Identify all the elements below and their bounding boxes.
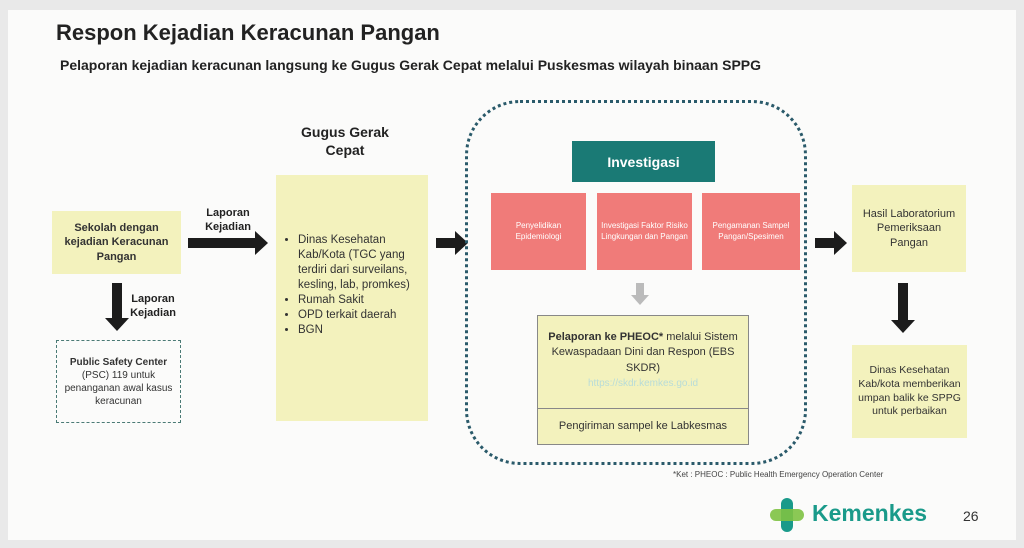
kemenkes-logo-icon [770,498,804,532]
investigasi-item: Penyelidikan Epidemiologi [491,193,586,270]
slide: Respon Kejadian Keracunan Pangan Pelapor… [8,10,1016,540]
pengiriman-text: Pengiriman sampel ke Labkesmas [558,420,728,432]
footnote: *Ket : PHEOC : Public Health Emergency O… [673,470,884,479]
dinas-box: Dinas Kesehatan Kab/kota memberikan umpa… [852,345,967,438]
ggc-item: Rumah Sakit [298,293,420,308]
ggc-item: Dinas Kesehatan Kab/Kota (TGC yang terdi… [298,233,420,293]
investigasi-item: Pengamanan Sampel Pangan/Spesimen [702,193,800,270]
gray-arrowhead-icon [631,295,649,305]
laporan-kejadian-down-label: Laporan Kejadian [130,293,176,320]
hasil-box: Hasil Laboratorium Pemeriksaan Pangan [852,185,966,272]
laporan-kejadian-label: Laporan Kejadian [205,207,251,234]
arrow-right-icon [815,231,847,255]
arrow-down-icon [891,283,915,333]
arrow-down-icon [105,283,129,331]
pheoc-text: melalui Sistem Kewaspadaan Dini dan Resp… [551,331,738,374]
page-subtitle: Pelaporan kejadian keracunan langsung ke… [60,57,762,73]
sekolah-box: Sekolah dengan kejadian Keracunan Pangan [52,211,181,274]
arrow-right-icon [188,231,268,255]
investigasi-item: Investigasi Faktor Risiko Lingkungan dan… [597,193,692,270]
pheoc-box: Pelaporan ke PHEOC* melalui Sistem Kewas… [537,315,749,445]
gray-arrow-down-icon [636,283,644,295]
page-title: Respon Kejadian Keracunan Pangan [56,20,440,45]
investigation-group [465,100,807,465]
kemenkes-logo-text: Kemenkes [812,500,928,526]
ggc-box: Dinas Kesehatan Kab/Kota (TGC yang terdi… [276,175,428,421]
investigasi-header: Investigasi [572,141,715,182]
psc-body: (PSC) 119 untuk penanganan awal kasus ke… [64,369,173,407]
skdr-link[interactable]: https://skdr.kemkes.go.id [587,378,699,390]
arrow-right-icon [436,231,468,255]
ggc-item: BGN [298,323,420,338]
psc-title: Public Safety Center [69,356,168,368]
ggc-title: Gugus Gerak Cepat [301,124,389,159]
page-number: 26 [963,508,979,524]
pheoc-bold: Pelaporan ke PHEOC* [548,331,664,343]
psc-box: Public Safety Center (PSC) 119 untuk pen… [56,340,181,423]
ggc-item: OPD terkait daerah [298,308,420,323]
